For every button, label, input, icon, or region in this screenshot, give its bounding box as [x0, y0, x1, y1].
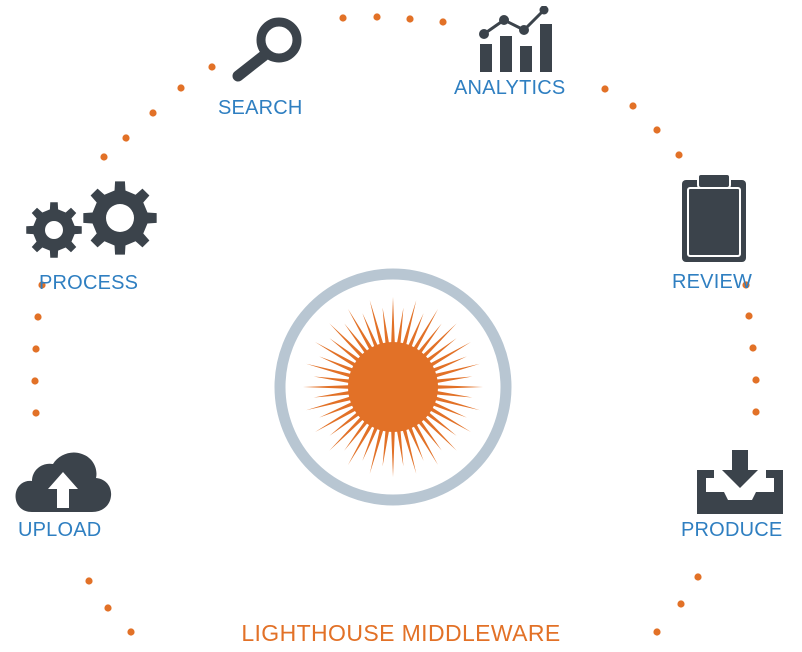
sun-ray — [434, 376, 473, 384]
sun-ray — [431, 356, 467, 373]
arc-dot — [177, 84, 185, 92]
sun-ray — [348, 309, 374, 352]
step-label-upload: UPLOAD — [18, 519, 102, 541]
sun-ray — [431, 401, 467, 418]
arc-dot — [675, 151, 683, 159]
sun-ray — [382, 428, 390, 467]
sun-ray — [428, 406, 471, 432]
sun-ray — [313, 376, 352, 384]
arc-dot — [34, 313, 42, 321]
sun-ray — [306, 363, 353, 378]
arc-dot — [406, 15, 414, 23]
sun-ray — [417, 419, 442, 451]
sun-ray — [402, 300, 417, 347]
sun-ray — [433, 396, 480, 411]
sun-ray — [421, 323, 457, 359]
arc-dot — [745, 312, 753, 320]
bar-line-chart-icon — [479, 6, 552, 72]
diagram-title: LIGHTHOUSE MIDDLEWARE — [241, 620, 561, 646]
sun-ray — [319, 401, 355, 418]
sun-ray — [329, 415, 365, 451]
arc-dot — [742, 281, 750, 289]
sun-ray — [412, 422, 438, 465]
sun-ray — [369, 300, 384, 347]
sun-ray — [402, 427, 417, 474]
center-ring — [274, 268, 512, 506]
arc-dot — [752, 376, 760, 384]
arc-dot — [100, 153, 108, 161]
step-label-produce: PRODUCE — [681, 519, 783, 541]
arc-dot — [149, 109, 157, 117]
sun-ray — [434, 385, 483, 389]
sun-ray — [391, 428, 395, 477]
arc-dot — [85, 577, 93, 585]
sun-ray — [369, 427, 384, 474]
arc-dot — [104, 604, 112, 612]
sun-icon — [274, 268, 512, 506]
arc-dot — [749, 344, 757, 352]
sun-ray — [407, 425, 424, 461]
sun-ray — [434, 390, 473, 398]
sun-ray — [421, 415, 457, 451]
sun-ray — [428, 342, 471, 368]
gears-icon — [26, 181, 157, 258]
sun-ray — [344, 323, 369, 355]
sun-ray — [329, 338, 361, 363]
sun-ray — [412, 309, 438, 352]
arc-dot — [629, 102, 637, 110]
sun-ray — [396, 307, 404, 346]
sun-ray — [303, 385, 352, 389]
sun-ray — [362, 425, 379, 461]
sun-ray — [306, 396, 353, 411]
cloud-upload-icon — [15, 452, 112, 512]
sun-rays — [303, 297, 483, 477]
arc-dot — [122, 134, 130, 142]
sun-ray — [417, 323, 442, 355]
arc-dot — [208, 63, 216, 71]
step-label-review: REVIEW — [672, 271, 753, 293]
arc-dot — [752, 408, 760, 416]
arc-dot — [694, 573, 702, 581]
arc-dot — [373, 13, 381, 21]
sun-ray — [315, 406, 358, 432]
sun-ray — [313, 390, 352, 398]
arc-dot — [38, 281, 46, 289]
sun-ray — [344, 419, 369, 451]
sun-ray — [329, 411, 361, 436]
clipboard-icon — [682, 173, 746, 262]
small-gear — [26, 202, 82, 258]
arc-dot — [653, 126, 661, 134]
sun-ray — [425, 411, 457, 436]
sun-core — [348, 342, 438, 432]
arc-dot — [677, 600, 685, 608]
magnifier-icon — [232, 17, 302, 82]
arc-dot — [653, 628, 661, 636]
sun-ray — [425, 338, 457, 363]
arc-dot — [601, 85, 609, 93]
sun-ray — [362, 313, 379, 349]
sun-ray — [329, 323, 365, 359]
arc-dot — [32, 409, 40, 417]
sun-ray — [348, 422, 374, 465]
inbox-download-icon — [697, 450, 783, 514]
sun-ray — [319, 356, 355, 373]
step-label-analytics: ANALYTICS — [454, 77, 566, 99]
arc-dot — [339, 14, 347, 22]
large-gear — [83, 181, 157, 255]
step-label-search: SEARCH — [218, 97, 303, 119]
sun-ray — [396, 428, 404, 467]
arc-dot — [439, 18, 447, 26]
step-label-process: PROCESS — [39, 272, 139, 294]
sun-ray — [391, 297, 395, 346]
sun-ray — [407, 313, 424, 349]
sun-ray — [382, 307, 390, 346]
arc-dot — [31, 377, 39, 385]
sun-ray — [433, 363, 480, 378]
arc-dot — [32, 345, 40, 353]
sun-ray — [315, 342, 358, 368]
arc-dot — [127, 628, 135, 636]
